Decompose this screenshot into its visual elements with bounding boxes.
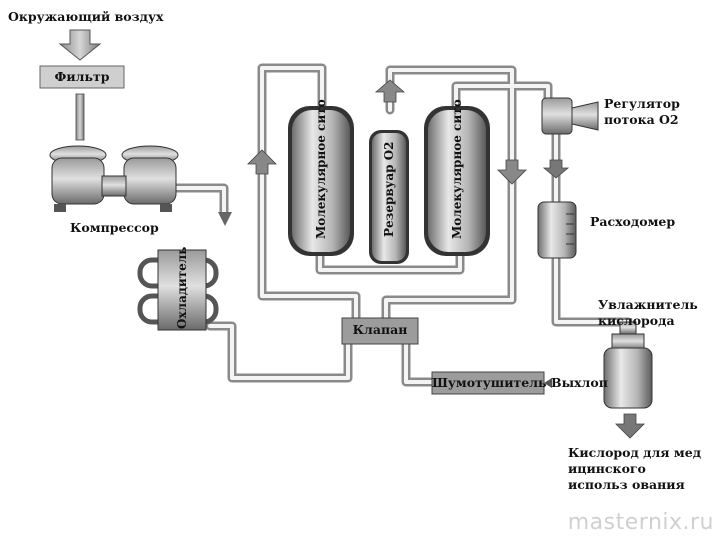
cooler-icon bbox=[137, 249, 219, 331]
flowmeter-icon bbox=[537, 201, 577, 259]
muffler-label: Шумотушитель bbox=[432, 375, 547, 390]
watermark: masternix.ru bbox=[567, 510, 714, 535]
valve-box bbox=[341, 317, 419, 345]
compressor-icon bbox=[49, 145, 179, 212]
reservoir-cylinder bbox=[369, 130, 409, 264]
cooler-inlet-arrow-icon bbox=[218, 212, 232, 226]
sieve-left-label: Молекулярное сито bbox=[314, 99, 328, 239]
valve-label: Клапан bbox=[352, 322, 408, 337]
sieve-right-label: Молекулярное сито bbox=[450, 99, 464, 239]
output-label: Кислород для мед ицинского использ овани… bbox=[568, 445, 702, 492]
flowmeter-label: Расходомер bbox=[590, 214, 676, 229]
left-loop-up-arrow-icon bbox=[247, 149, 277, 175]
compressor-label: Компрессор bbox=[70, 220, 159, 235]
filter-pipe bbox=[75, 93, 85, 141]
reservoir-label: Резервуар О2 bbox=[382, 141, 396, 237]
ambient-air-label: Окружающий воздух bbox=[8, 9, 164, 24]
exhaust-arrow-icon bbox=[544, 378, 552, 388]
pipes bbox=[171, 63, 633, 387]
cooler-label: Охладитель bbox=[175, 246, 189, 329]
right-loop-down-arrow-icon bbox=[497, 159, 527, 185]
air-intake-arrow-icon bbox=[58, 29, 102, 61]
sieve-left-cylinder bbox=[288, 106, 354, 256]
filter-label: Фильтр bbox=[54, 69, 110, 84]
reservoir-up-arrow-icon bbox=[374, 79, 406, 103]
regulator-icon bbox=[541, 97, 599, 135]
output-down-arrow-icon bbox=[615, 413, 645, 439]
regulator-down-arrow-icon bbox=[542, 159, 570, 179]
humidifier-label: Увлажнитель кислорода bbox=[598, 297, 698, 328]
sieve-right-cylinder bbox=[424, 106, 490, 256]
exhaust-label: Выхлоп bbox=[551, 375, 608, 390]
filter-box bbox=[39, 65, 125, 89]
regulator-label: Регулятор потока О2 bbox=[604, 96, 680, 127]
humidifier-icon bbox=[603, 321, 653, 409]
